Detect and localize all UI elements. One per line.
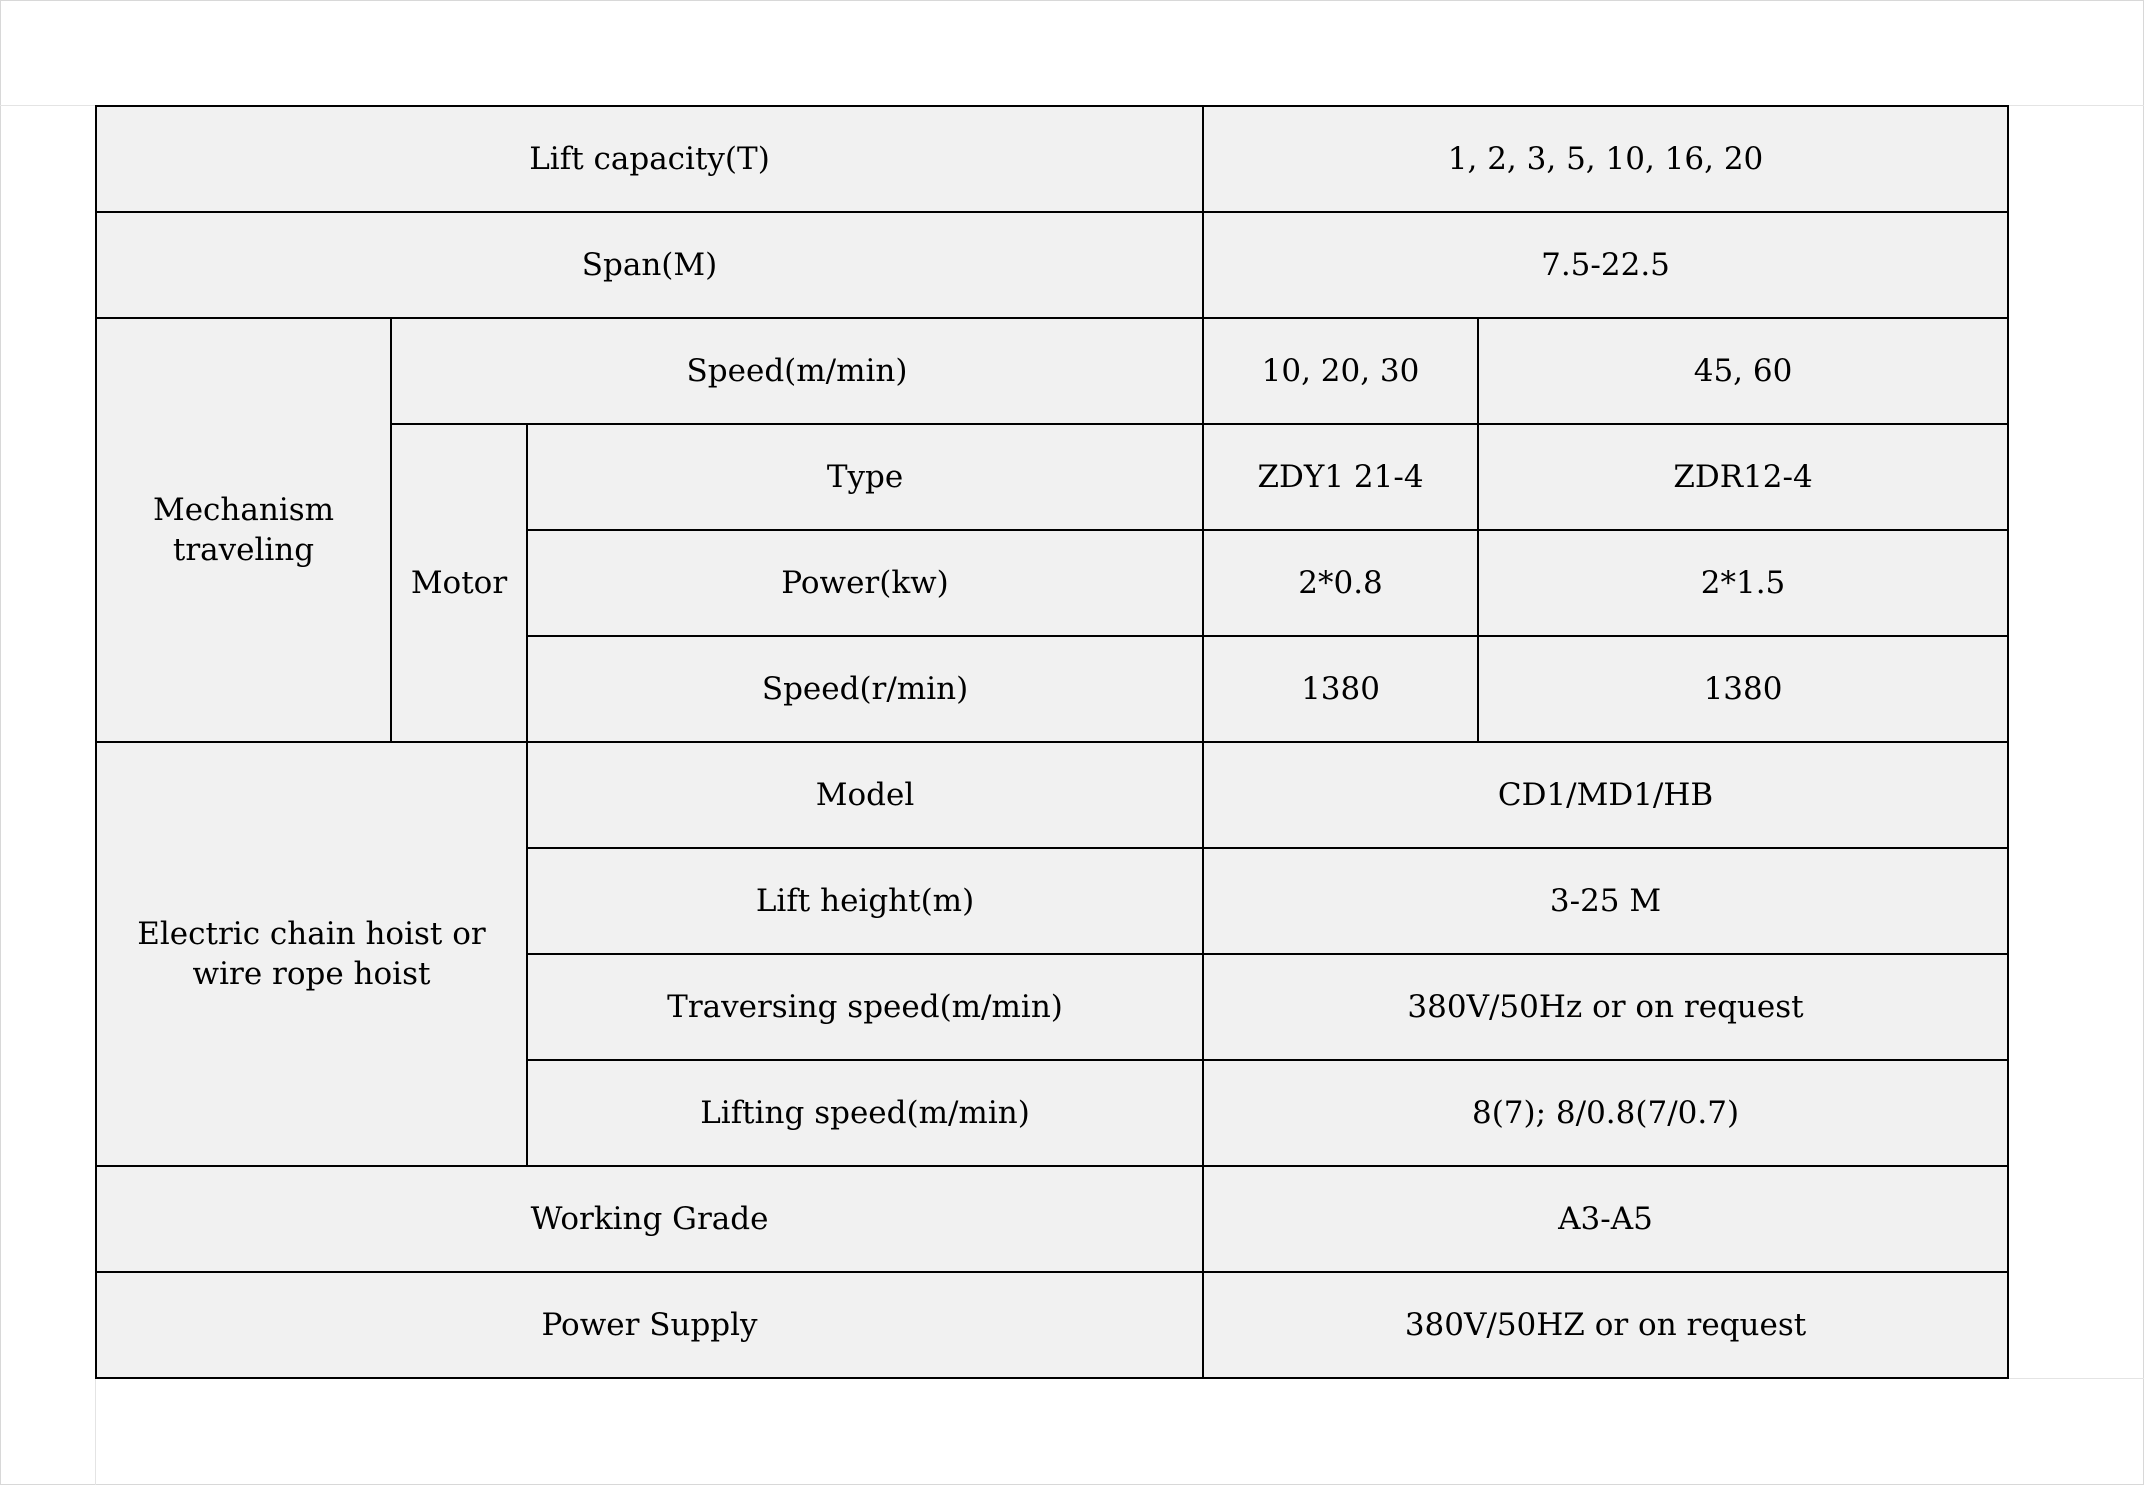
table-row-lift-capacity: Lift capacity(T) 1, 2, 3, 5, 10, 16, 20 bbox=[94, 105, 2010, 213]
lift-capacity-label: Lift capacity(T) bbox=[94, 105, 1205, 213]
traveling-speed-label: Speed(m/min) bbox=[389, 317, 1205, 425]
table-row-motor-power: Power(kw) 2*0.8 2*1.5 bbox=[96, 529, 2010, 637]
motor-type-value-a: ZDY1 21-4 bbox=[1202, 423, 1480, 531]
mechanism-traveling-label: Mechanism traveling bbox=[95, 317, 392, 743]
hoist-label: Electric chain hoist or wire rope hoist bbox=[95, 741, 528, 1167]
specification-table: Lift capacity(T) 1, 2, 3, 5, 10, 16, 20 … bbox=[94, 105, 2010, 1379]
motor-speed-value-a: 1380 bbox=[1202, 635, 1480, 743]
working-grade-value: A3-A5 bbox=[1202, 1165, 2010, 1273]
traversing-speed-value: 380V/50Hz or on request bbox=[1202, 953, 2010, 1061]
motor-type-label: Type bbox=[525, 423, 1205, 531]
table-row-hoist-model: Electric chain hoist or wire rope hoist … bbox=[95, 741, 2010, 1167]
traveling-speed-value-b: 45, 60 bbox=[1477, 317, 2010, 425]
table-row-span: Span(M) 7.5-22.5 bbox=[94, 211, 2010, 319]
power-supply-value: 380V/50HZ or on request bbox=[1202, 1271, 2010, 1379]
table-row-traversing-speed: Traversing speed(m/min) 380V/50Hz or on … bbox=[96, 953, 2010, 1061]
table-row-motor-speed: Speed(r/min) 1380 1380 bbox=[96, 635, 2010, 743]
motor-speed-value-b: 1380 bbox=[1477, 635, 2010, 743]
working-grade-label: Working Grade bbox=[94, 1165, 1205, 1273]
lift-capacity-value: 1, 2, 3, 5, 10, 16, 20 bbox=[1202, 105, 2010, 213]
lifting-speed-label: Lifting speed(m/min) bbox=[525, 1059, 1205, 1167]
motor-power-label: Power(kw) bbox=[525, 529, 1205, 637]
span-value: 7.5-22.5 bbox=[1202, 211, 2010, 319]
table-row-lifting-speed: Lifting speed(m/min) 8(7); 8/0.8(7/0.7) bbox=[96, 1059, 2010, 1167]
table-row-motor-type: Motor Type ZDY1 21-4 ZDR12-4 bbox=[96, 423, 2010, 743]
table-row-working-grade: Working Grade A3-A5 bbox=[94, 1165, 2010, 1273]
hoist-model-label: Model bbox=[525, 741, 1205, 849]
page-guide-left bbox=[95, 1378, 96, 1485]
motor-speed-label: Speed(r/min) bbox=[525, 635, 1205, 743]
lift-height-value: 3-25 M bbox=[1202, 847, 2010, 955]
lift-height-label: Lift height(m) bbox=[525, 847, 1205, 955]
traveling-speed-value-a: 10, 20, 30 bbox=[1202, 317, 1480, 425]
motor-type-value-b: ZDR12-4 bbox=[1477, 423, 2010, 531]
motor-power-value-b: 2*1.5 bbox=[1477, 529, 2010, 637]
hoist-model-value: CD1/MD1/HB bbox=[1202, 741, 2010, 849]
lifting-speed-value: 8(7); 8/0.8(7/0.7) bbox=[1202, 1059, 2010, 1167]
motor-power-value-a: 2*0.8 bbox=[1202, 529, 1480, 637]
span-label: Span(M) bbox=[94, 211, 1205, 319]
table-row-lift-height: Lift height(m) 3-25 M bbox=[96, 847, 2010, 955]
traversing-speed-label: Traversing speed(m/min) bbox=[525, 953, 1205, 1061]
power-supply-label: Power Supply bbox=[94, 1271, 1205, 1379]
table-row-power-supply: Power Supply 380V/50HZ or on request bbox=[94, 1271, 2010, 1379]
motor-label: Motor bbox=[390, 423, 528, 743]
table-row-traveling-speed: Mechanism traveling Speed(m/min) 10, 20,… bbox=[95, 317, 2010, 743]
